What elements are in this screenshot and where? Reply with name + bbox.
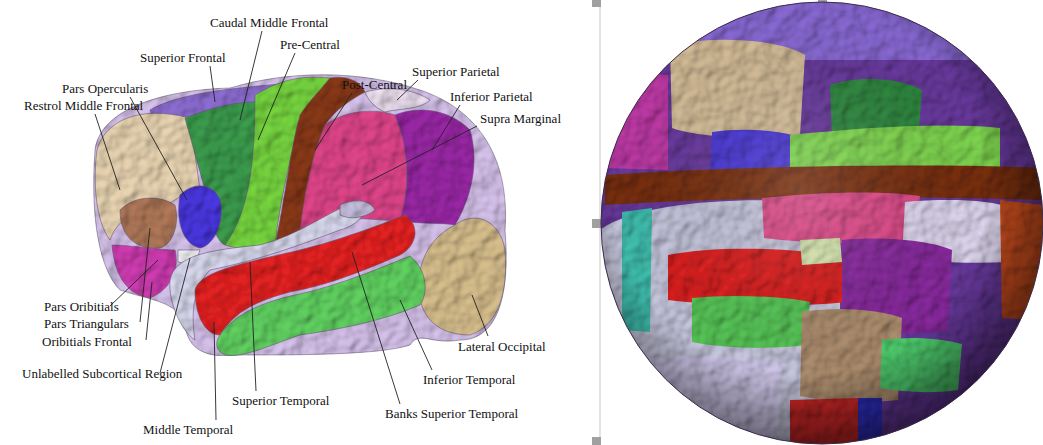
leader-line <box>352 252 400 404</box>
leader-line <box>214 322 216 420</box>
leader-line <box>160 258 190 373</box>
region-label: Superior Parietal <box>412 64 500 79</box>
region-label: Caudal Middle Frontal <box>210 15 328 30</box>
leader-line <box>250 262 256 391</box>
leader-line <box>315 93 352 150</box>
leader-line <box>362 126 477 185</box>
region-label: Pre-Central <box>280 37 340 52</box>
region-label: Superior Temporal <box>232 393 329 408</box>
region-label: Unlabelled Subcortical Region <box>22 366 182 381</box>
region-label: Oribitials Frontal <box>42 334 132 349</box>
region-label: Superior Frontal <box>140 50 226 65</box>
leader-line <box>240 31 262 120</box>
leader-lines <box>95 31 488 420</box>
leader-line <box>140 228 150 322</box>
region-label: Banks Superior Temporal <box>385 406 518 421</box>
sphere-map <box>600 0 1043 445</box>
leader-line <box>400 300 432 370</box>
region-label: Restrol Middle Frontal <box>24 98 143 113</box>
region-label: Pars Oribitials <box>44 299 119 314</box>
region-label: Post-Central <box>342 77 407 92</box>
region-label: Inferior Temporal <box>423 372 515 387</box>
leader-line <box>472 295 488 336</box>
region-label: Pars Triangulars <box>44 316 129 331</box>
region-label: Supra Marginal <box>480 111 561 126</box>
leader-line <box>95 114 120 190</box>
leader-line <box>146 282 152 340</box>
region-label: Pars Opercularis <box>62 81 148 96</box>
region-label: Lateral Occipital <box>458 339 546 354</box>
leader-line <box>210 66 215 102</box>
region-label: Middle Temporal <box>143 422 233 437</box>
leader-line <box>258 53 295 140</box>
region-label: Inferior Parietal <box>450 89 533 104</box>
leader-line <box>432 105 460 150</box>
